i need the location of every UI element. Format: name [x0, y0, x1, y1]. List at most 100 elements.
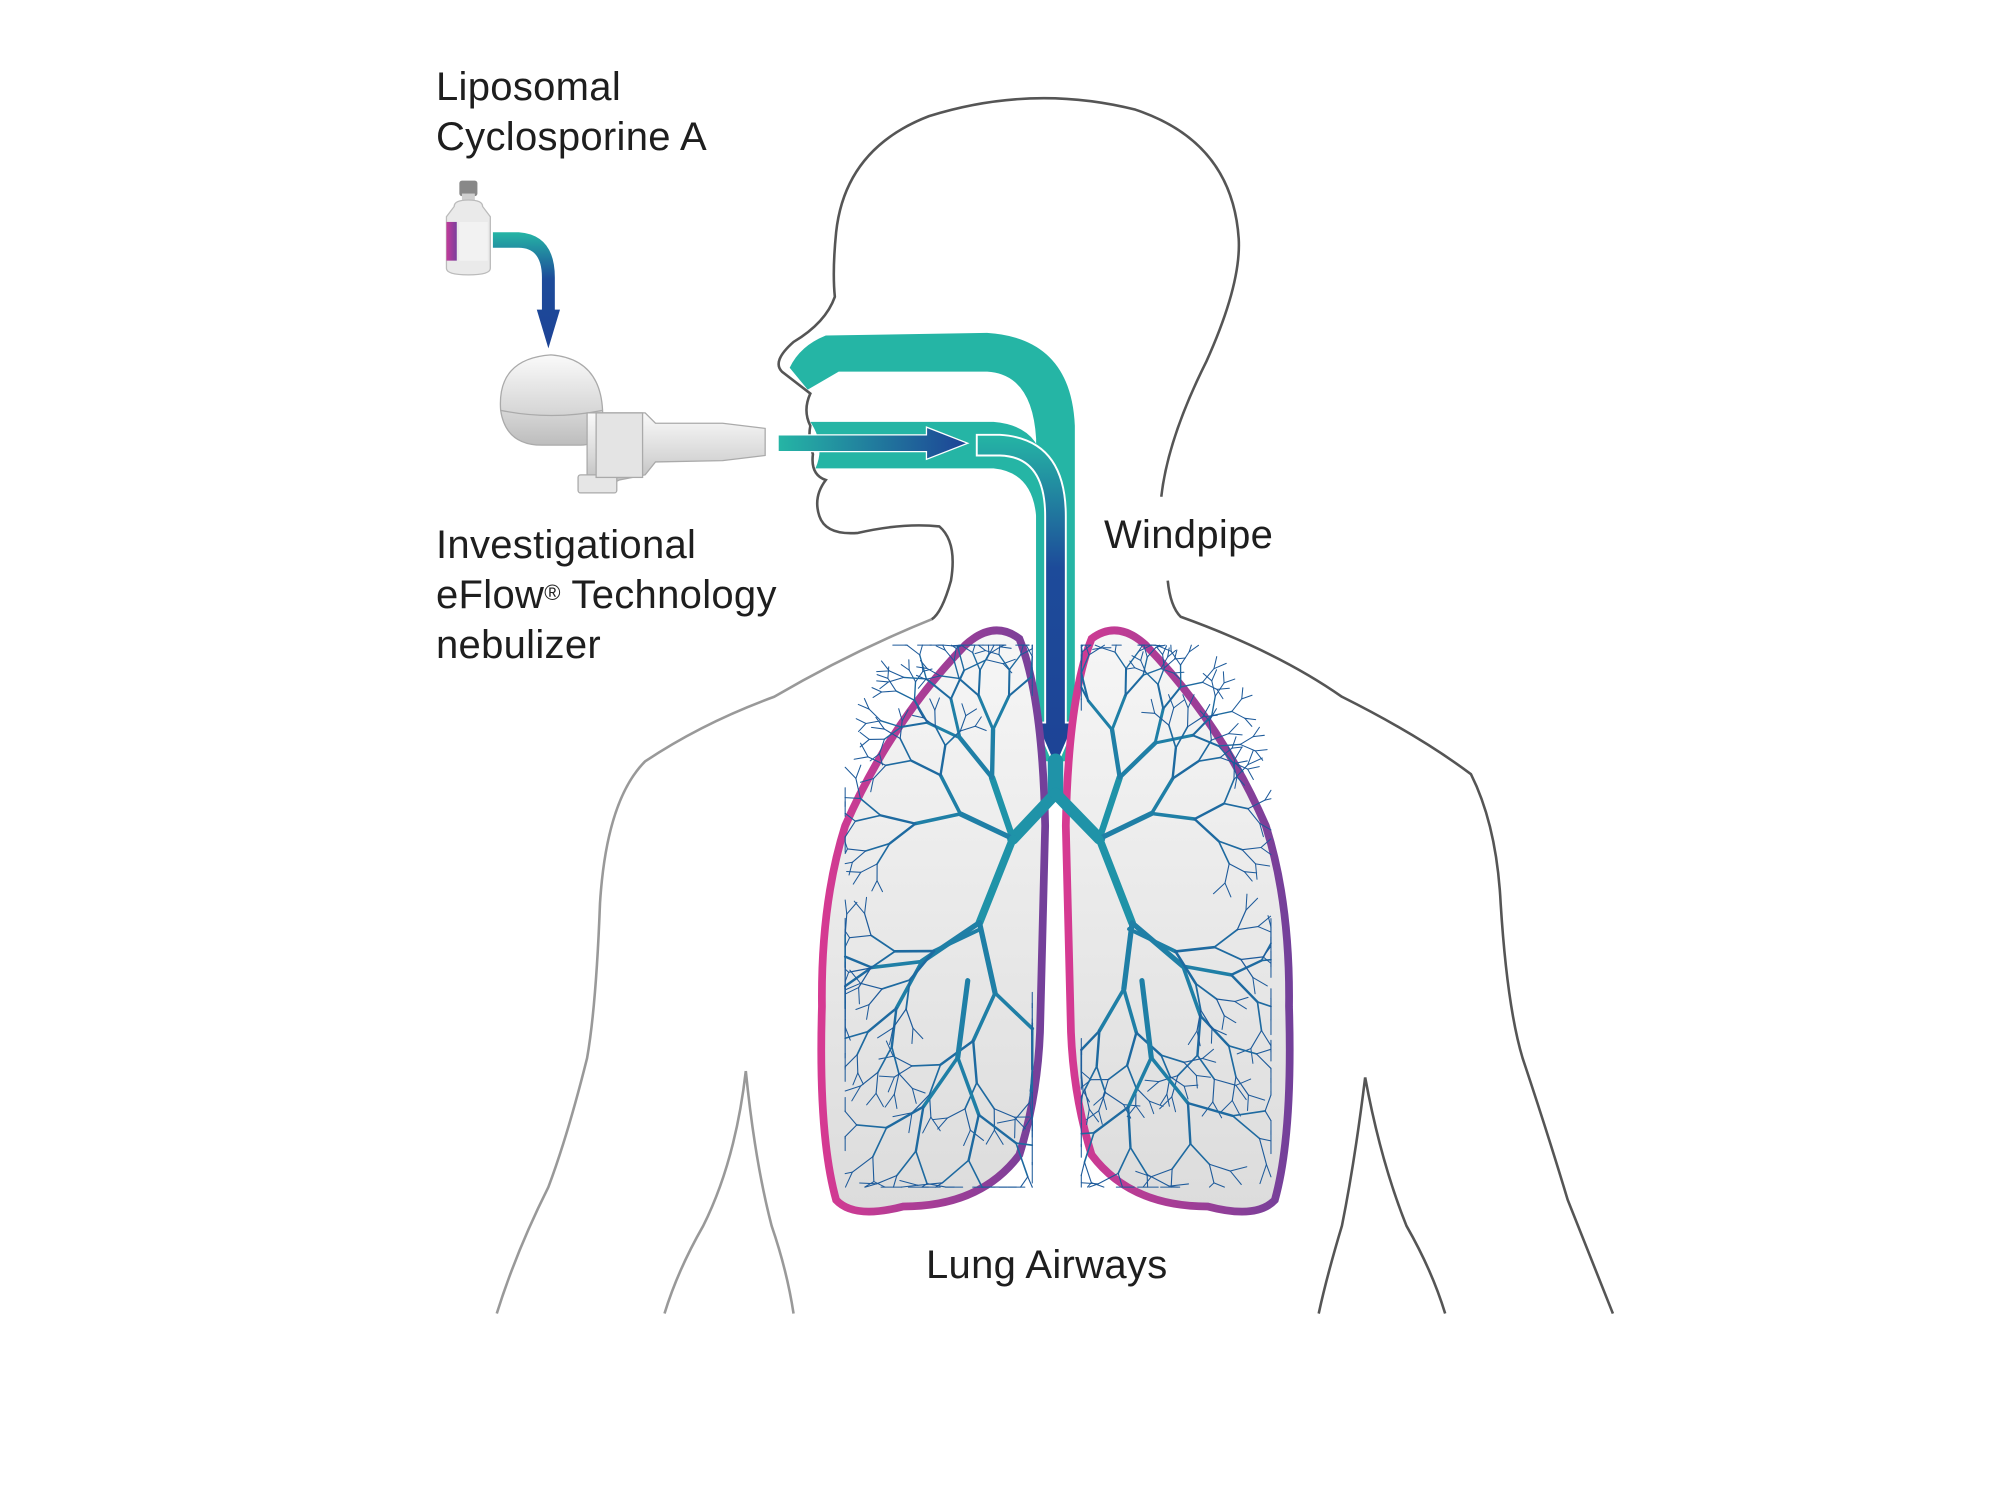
bronchus-branch: [1219, 1100, 1233, 1114]
bronchus-branch: [1208, 1163, 1231, 1172]
bronchus-branch: [846, 901, 858, 915]
bronchus-branch: [1183, 1061, 1197, 1077]
bronchus-branch: [883, 728, 901, 740]
device-brand: eFlow: [436, 573, 545, 617]
bronchus-branch: [908, 669, 917, 683]
bronchus-branch: [926, 1183, 947, 1188]
bronchus-branch: [1200, 1009, 1213, 1029]
bronchus-branch: [1258, 1137, 1272, 1142]
bronchus-branch: [1199, 1014, 1230, 1048]
bronchus-branch: [1126, 1064, 1137, 1089]
bronchus-branch: [971, 991, 997, 1043]
bronchus-branch: [1155, 644, 1166, 648]
bronchus-branch: [1127, 1105, 1132, 1149]
bronchus-branch: [848, 934, 872, 939]
bronchus-branch: [919, 644, 923, 656]
bronchus-branch: [1173, 671, 1185, 674]
bronchus-branch: [1147, 1081, 1160, 1092]
bronchus-branch: [1241, 849, 1257, 865]
bronchus-branch: [913, 812, 963, 826]
bronchus-branch: [1191, 734, 1220, 747]
bronchus-branch: [1090, 1182, 1105, 1188]
bronchus-branch: [1227, 746, 1236, 761]
bronchus-branch: [955, 978, 971, 1060]
bronchus-branch: [1259, 822, 1272, 831]
bronchus-branch: [963, 659, 988, 672]
bronchus-branch: [855, 764, 862, 779]
bronchus-branch: [1145, 671, 1159, 686]
bronchus-branch: [998, 644, 1001, 656]
bronchus-branch: [844, 797, 861, 800]
bronchus-branch: [1264, 1110, 1272, 1122]
bronchus-branch: [919, 660, 928, 669]
bronchus-branch: [1095, 834, 1136, 927]
bronchus-branch: [1223, 1015, 1237, 1024]
bronchus-branch: [1140, 659, 1147, 673]
bronchus-branch: [998, 653, 1011, 671]
bronchus-branch: [1208, 720, 1212, 741]
bronchus-branch: [1097, 987, 1126, 1033]
bronchus-branch: [1125, 650, 1140, 670]
bronchus-branch: [1235, 760, 1248, 764]
bronchus-branch: [1015, 1142, 1034, 1146]
bronchus-branch: [848, 861, 853, 876]
bronchus-branch: [872, 691, 883, 698]
nebulizer-icon: [499, 354, 766, 494]
bronchus-branch: [887, 666, 890, 679]
bronchus-branch: [1231, 1076, 1237, 1102]
bronchus-branch: [1138, 644, 1144, 652]
bronchus-branch: [1124, 674, 1145, 697]
bronchus-branch: [1163, 658, 1176, 669]
device-label-line1: Investigational: [436, 523, 697, 567]
bronchus-branch: [969, 1129, 985, 1141]
bronchus-branch: [1160, 1054, 1171, 1078]
bronchus-branch: [985, 659, 1004, 665]
right-arm-outline: [1317, 1077, 1447, 1314]
bronchus-branch: [996, 1119, 1016, 1124]
bronchus-branch: [1232, 761, 1238, 778]
bronchus-branch: [844, 937, 851, 948]
bronchus-branch: [884, 1093, 895, 1108]
bronchus-branch: [885, 1105, 925, 1129]
bronchus-branch: [844, 1026, 851, 1041]
bronchus-branch: [1260, 1029, 1272, 1047]
bronchus-branch: [1135, 1105, 1145, 1118]
bronchus-branch: [1015, 1142, 1029, 1178]
bronchus-branch: [993, 1108, 1015, 1118]
bronchus-branch: [1107, 1064, 1129, 1081]
bronchus-branch: [1211, 680, 1216, 697]
bronchus-branch: [1257, 915, 1272, 928]
bronchus-branch: [958, 677, 980, 697]
bronchus-branch: [909, 759, 942, 777]
bronchus-branch: [875, 1092, 884, 1108]
bronchus-branch: [911, 1027, 914, 1045]
bronchus-branch: [859, 778, 874, 783]
bronchus-branch: [1250, 1048, 1254, 1064]
bronchus-branch: [911, 1093, 931, 1114]
bronchus-branch: [1247, 749, 1254, 766]
bronchus-branch: [993, 991, 1035, 1031]
bronchus-branch: [1229, 1170, 1242, 1186]
bronchus-branch: [1239, 736, 1254, 745]
bronchus-branch: [922, 1116, 932, 1134]
bronchus-branch: [921, 1183, 928, 1188]
bronchus-branch: [1086, 1108, 1090, 1126]
bronchus-branch: [999, 646, 1012, 649]
bronchus-branch: [872, 1156, 875, 1183]
bronchus-branch: [1168, 694, 1175, 709]
bronchus-branch: [866, 1007, 898, 1033]
drug-label-line2: Cyclosporine A: [436, 115, 707, 159]
bronchus-branch: [1142, 667, 1162, 676]
right-lung: [1061, 626, 1294, 1216]
bronchus-branch: [988, 646, 1002, 655]
bronchus-branch: [1227, 1044, 1237, 1078]
bronchus-branch: [892, 1055, 913, 1067]
bronchus-branch: [866, 1004, 870, 1020]
bronchus-branch: [993, 1129, 1004, 1145]
bronchus-branch: [1236, 1048, 1252, 1055]
bronchus-branch: [1208, 1163, 1215, 1184]
bronchus-branch: [1247, 1094, 1249, 1112]
bronchus-branch: [1117, 1146, 1132, 1175]
bronchus-branch: [967, 1159, 983, 1188]
bronchus-branch: [1025, 644, 1033, 658]
